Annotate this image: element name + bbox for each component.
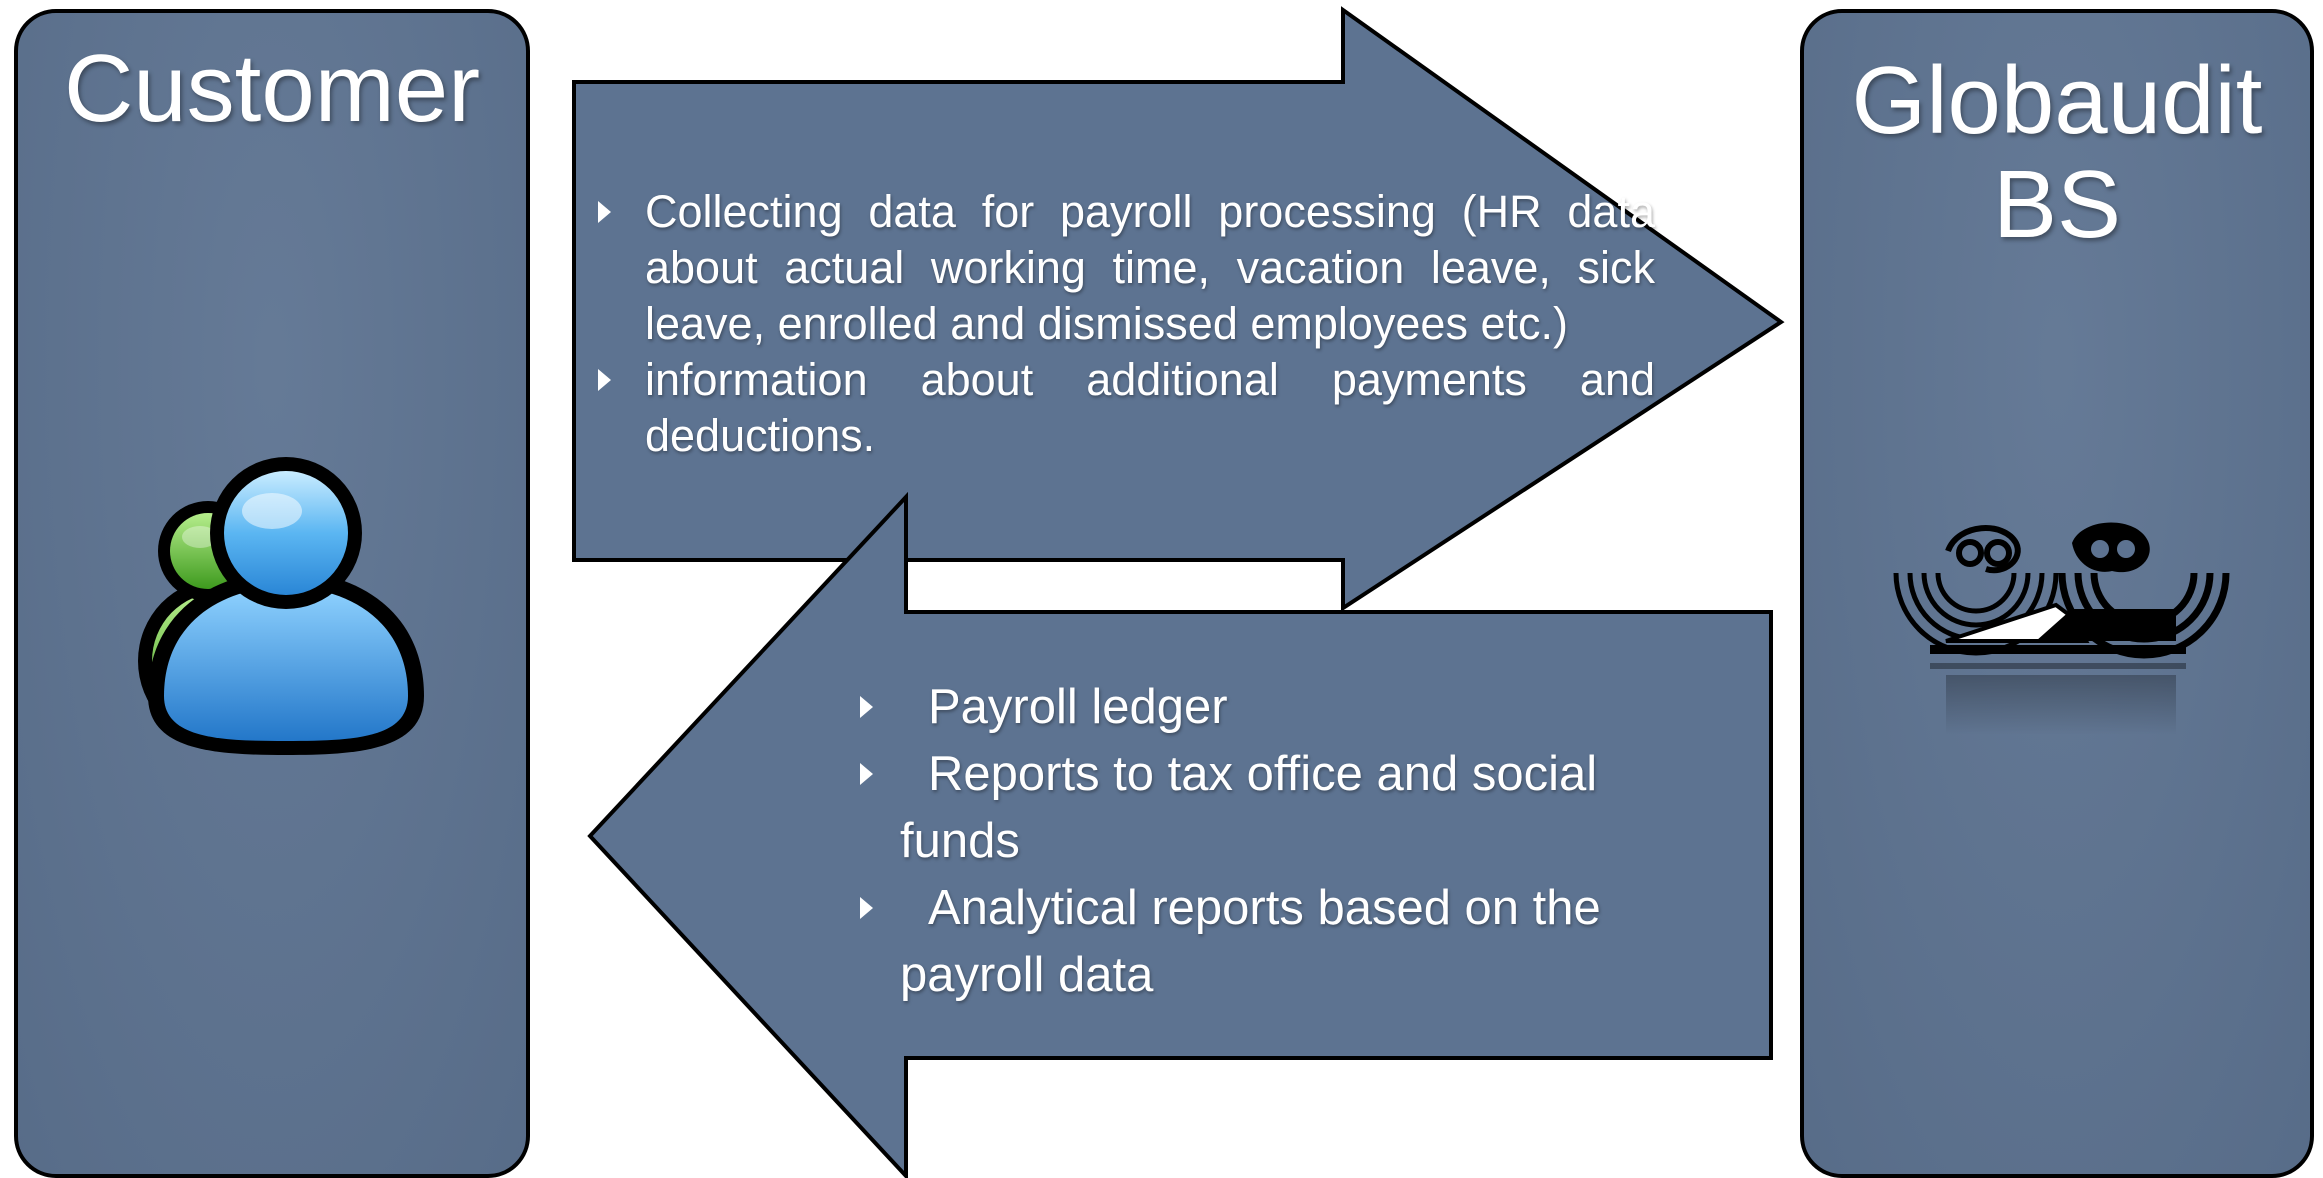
list-item: Payroll ledger [860, 674, 1690, 741]
list-item: Reports to tax office and social funds [860, 741, 1690, 875]
customer-panel: Customer [14, 9, 530, 1178]
list-item: Analytical reports based on the payroll … [860, 875, 1690, 1009]
arrow-to-globaudit-text: Collecting data for payroll processing (… [598, 184, 1655, 464]
globaudit-logo [1893, 522, 2230, 735]
arrow-to-globaudit [572, 6, 1785, 612]
customer-title: Customer [63, 35, 481, 142]
list-item: Collecting data for payroll processing (… [598, 184, 1655, 352]
bullet-triangle-icon [860, 696, 873, 718]
globaudit-panel: Globaudit BS [1800, 9, 2314, 1178]
arrow-to-customer-text: Payroll ledger Reports to tax office and… [860, 674, 1690, 1009]
users-icon [138, 457, 424, 755]
arrow-to-customer [587, 491, 1773, 1178]
bullet-triangle-icon [598, 201, 611, 223]
globaudit-title-line1: Globaudit [1851, 47, 2263, 154]
list-item: information about additional payments an… [598, 352, 1655, 464]
globaudit-title-line2: BS [1992, 150, 2122, 258]
bullet-triangle-icon [598, 369, 611, 391]
bullet-triangle-icon [860, 897, 873, 919]
bullet-triangle-icon [860, 763, 873, 785]
